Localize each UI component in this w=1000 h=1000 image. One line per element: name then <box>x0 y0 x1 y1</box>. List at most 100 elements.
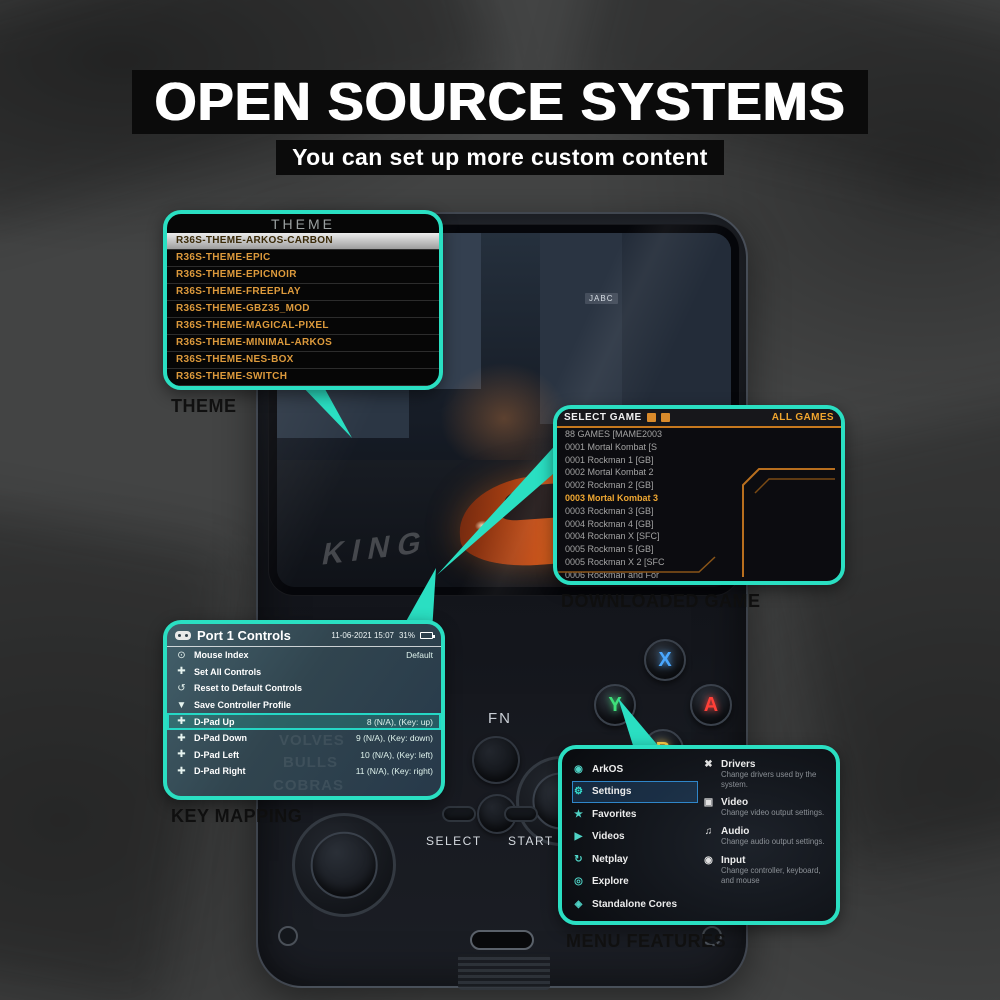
keymap-caption: KEY MAPPING <box>171 806 303 826</box>
game-list-item[interactable]: 0006 Rockman and For <box>565 569 660 580</box>
theme-item[interactable]: R36S-THEME-ARKOS-CARBON <box>167 233 439 250</box>
theme-item[interactable]: R36S-THEME-MAGICAL-PIXEL <box>167 318 439 335</box>
theme-item[interactable]: R36S-THEME-EPICNOIR <box>167 267 439 284</box>
menu-setting-item[interactable]: ✖ Drivers Change drivers used by the sys… <box>702 759 830 789</box>
game-list: 88 GAMES [MAME2003 0001 Mortal Kombat [S 0… <box>557 428 841 581</box>
menu-item[interactable]: ◎ Explore <box>572 871 698 894</box>
menu-item[interactable]: ↻ Netplay <box>572 848 698 871</box>
cores-icon: ◈ <box>574 898 583 910</box>
gamepad-icon <box>175 631 191 640</box>
button-x-label: X <box>658 648 672 671</box>
mouse-icon: ⊙ <box>177 649 186 661</box>
menu-caption: MENU FEATURES <box>566 931 727 951</box>
dpad-down-icon: ✚ <box>177 732 186 744</box>
keymap-row[interactable]: ⊙ Mouse Index Default <box>167 647 441 664</box>
left-analog-stick[interactable] <box>292 813 396 917</box>
vent-grill <box>458 954 550 990</box>
game-list-item[interactable]: 0002 Rockman 2 [GB] <box>565 480 654 491</box>
downloaded-game-callout: SELECT GAME ALL GAMES 88 GAMES [MAME2003… <box>553 405 845 612</box>
game-list-item[interactable]: 0004 Rockman X [SFC] <box>565 531 660 542</box>
page-title: OPEN SOURCE SYSTEMS <box>132 70 868 135</box>
netplay-icon: ↻ <box>574 853 583 865</box>
menu-item[interactable]: ★ Favorites <box>572 803 698 826</box>
gear-icon: ⚙ <box>574 786 583 798</box>
input-icon: ◉ <box>704 854 713 866</box>
tools-icon: ✖ <box>704 759 713 770</box>
game-list-item[interactable]: 0003 Mortal Kombat 3 <box>565 492 659 503</box>
theme-item[interactable]: R36S-THEME-FREEPLAY <box>167 284 439 301</box>
keymap-list: ⊙ Mouse Index Default ✚ Set All Controls… <box>167 647 441 780</box>
game-list-item[interactable]: 0005 Rockman 5 [GB] <box>565 544 654 555</box>
game-list-item[interactable]: 88 GAMES [MAME2003 <box>565 429 663 439</box>
game-list-item[interactable]: 0002 Mortal Kombat 2 <box>565 467 654 478</box>
button-a-label: A <box>703 693 719 716</box>
theme-item[interactable]: R36S-THEME-NES-BOX <box>167 352 439 369</box>
game-list-item[interactable]: 0001 Rockman 1 [GB] <box>565 454 654 465</box>
keymap-header: Port 1 Controls 11-06-2021 15:07 31% <box>167 624 441 647</box>
page-subtitle: You can set up more custom content <box>276 140 724 176</box>
button-a[interactable]: A <box>690 684 732 726</box>
menu-setting-item[interactable]: ▣ Video Change video output settings. <box>703 797 825 818</box>
select-button[interactable] <box>442 806 476 822</box>
select-label: SELECT <box>426 834 482 848</box>
theme-item[interactable]: R36S-THEME-SWITCH <box>167 369 439 386</box>
menu-item[interactable]: ⚙ Settings <box>572 780 698 803</box>
menu-left-list: ◉ ArkOS ⚙ Settings ★ Favorites ▶ <box>562 749 698 921</box>
theme-item[interactable]: R36S-THEME-GBZ35_MOD <box>167 301 439 318</box>
menu-setting-item[interactable]: ◉ Input Change controller, keyboard, and… <box>702 855 830 885</box>
fn-label: FN <box>488 710 512 727</box>
theme-item[interactable]: R36S-THEME-EPIC <box>167 250 439 267</box>
keymap-row[interactable]: ▼ Save Controller Profile <box>176 699 292 711</box>
all-games-label: ALL GAMES <box>771 412 834 423</box>
battery-percent: 31% <box>398 631 415 640</box>
menu-item[interactable]: ◈ Standalone Cores <box>572 893 698 916</box>
battery-icon <box>420 632 435 639</box>
sort-icon[interactable] <box>660 413 670 422</box>
theme-panel-title: THEME <box>271 216 335 232</box>
menu-right-list: ✖ Drivers Change drivers used by the sys… <box>698 749 836 921</box>
game-list-item[interactable]: 0005 Rockman X 2 [SFC <box>565 556 665 567</box>
game-caption: DOWNLOADED GAME <box>561 591 761 611</box>
view-toggle-icon[interactable] <box>646 413 656 422</box>
star-icon: ★ <box>574 808 583 820</box>
keymap-row[interactable]: ✚ D-Pad Right 11 (N/A), (Key: right) <box>167 763 441 780</box>
building-shape <box>540 233 627 425</box>
menu-panel: ◉ ArkOS ⚙ Settings ★ Favorites ▶ <box>558 745 840 925</box>
game-list-item[interactable]: 0001 Mortal Kombat [S <box>565 441 658 452</box>
game-list-panel: SELECT GAME ALL GAMES 88 GAMES [MAME2003… <box>553 405 845 585</box>
dpad-right-icon: ✚ <box>177 765 186 777</box>
dpad-left-icon: ✚ <box>177 749 186 761</box>
header: OPEN SOURCE SYSTEMS You can set up more … <box>0 70 1000 176</box>
menu-item[interactable]: ◉ ArkOS <box>572 758 698 781</box>
set-all-controls-icon: ✚ <box>177 666 186 678</box>
fn-button[interactable] <box>472 736 520 784</box>
keymap-row[interactable]: ✚ D-Pad Up 8 (N/A), (Key: up) <box>167 713 441 730</box>
theme-caption: THEME <box>171 396 237 416</box>
keymap-row[interactable]: ✚ D-Pad Down 9 (N/A), (Key: down) <box>167 730 441 747</box>
explore-icon: ◎ <box>574 876 583 888</box>
menu-item[interactable]: ▶ Videos <box>572 826 698 849</box>
film-icon: ▶ <box>574 831 583 843</box>
keymap-row[interactable]: ✚ Set All Controls <box>167 664 441 681</box>
keymap-row[interactable]: ✚ D-Pad Left 10 (N/A), (Key: left) <box>167 747 441 764</box>
gamepad-icon: ◉ <box>574 763 583 775</box>
audio-icon: ♫ <box>704 826 713 838</box>
game-list-item[interactable]: 0004 Rockman 4 [GB] <box>565 518 654 529</box>
theme-item[interactable]: R36S-THEME-MINIMAL-ARKOS <box>167 335 439 352</box>
menu-setting-item[interactable]: ♫ Audio Change audio output settings. <box>702 826 830 847</box>
screw <box>278 926 298 946</box>
keymap-datetime: 11-06-2021 15:07 <box>331 631 394 640</box>
game-list-item[interactable]: 0003 Rockman 3 [GB] <box>565 505 654 516</box>
keymap-row[interactable]: ↺ Reset to Default Controls <box>167 680 441 697</box>
game-list-header: SELECT GAME ALL GAMES <box>557 409 841 428</box>
dpad-up-icon: ✚ <box>177 716 186 728</box>
menu-features-callout: ◉ ArkOS ⚙ Settings ★ Favorites ▶ <box>558 745 840 952</box>
start-button[interactable] <box>504 806 538 822</box>
button-x[interactable]: X <box>644 639 686 681</box>
